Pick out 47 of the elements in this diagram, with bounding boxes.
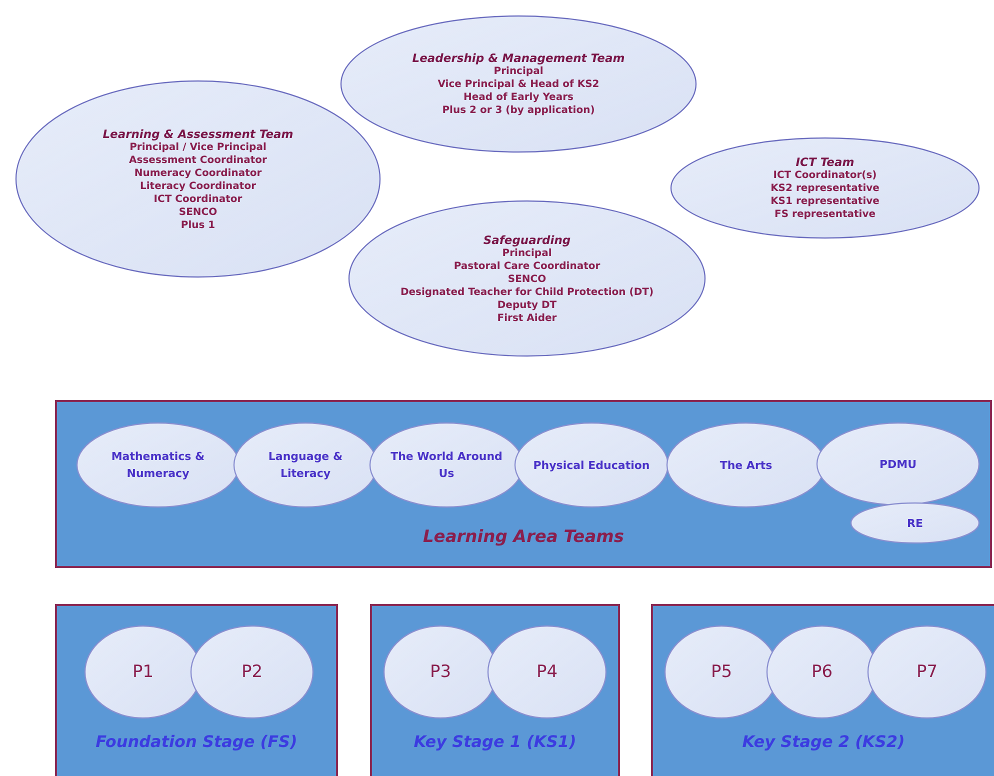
stage-panel (55, 604, 338, 776)
role-text: Pastoral Care Coordinator (454, 260, 600, 272)
learning-area-label: The World Around Us (390, 449, 504, 482)
role-text: FS representative (774, 208, 876, 221)
class-label: P5 (710, 662, 732, 682)
learning-area-label: Physical Education (533, 458, 650, 474)
role-text: SENCO (178, 206, 218, 218)
role-text: SENCO (508, 272, 546, 286)
class-label: P2 (241, 662, 263, 682)
class-label: P7 (916, 662, 938, 682)
role-text: Assessment Coordinator (129, 154, 267, 166)
role-text: ICT Coordinator (154, 192, 242, 206)
role-text: KS2 representative (770, 182, 880, 195)
team-title: ICT Team (796, 155, 854, 169)
learning-area-label: The Arts (720, 458, 772, 474)
role-text: Principal / Vice Principal (130, 140, 266, 154)
panel-title: Foundation Stage (FS) (94, 732, 298, 751)
learning-area-label: Language & Literacy (267, 449, 344, 482)
team-title: Safeguarding (483, 232, 571, 246)
role-text: Numeracy Coordinator (134, 166, 262, 180)
role-text: Principal (502, 246, 552, 260)
role-text: Vice Principal & Head of KS2 (438, 78, 600, 91)
class-label: P3 (430, 662, 452, 682)
role-text: Designated Teacher for Child Protection (DT) (400, 286, 654, 298)
role-text: KS1 representative (770, 195, 880, 208)
role-text: First Aider (497, 312, 557, 324)
learning-area-label: Mathematics & Numeracy (110, 449, 206, 482)
team-title: Leadership & Management Team (412, 51, 625, 65)
class-label: P1 (132, 662, 154, 682)
role-text: Deputy DT (497, 298, 557, 312)
panel-title: Key Stage 2 (KS2) (741, 732, 906, 751)
panel-title: Learning Area Teams (422, 527, 626, 547)
role-text: Head of Early Years (464, 91, 574, 104)
role-text: ICT Coordinator(s) (773, 169, 877, 182)
role-text: Plus 1 (180, 218, 216, 232)
role-text: Literacy Coordinator (140, 180, 256, 192)
stage-panel (651, 604, 994, 776)
stage-panel (370, 604, 620, 776)
role-text: Principal (494, 65, 544, 78)
stage-panel (55, 400, 992, 568)
learning-area-label: PDMU (879, 456, 917, 472)
class-label: P4 (536, 662, 558, 682)
panel-title: Key Stage 1 (KS1) (412, 732, 578, 751)
class-label: P6 (811, 662, 833, 682)
learning-area-label: RE (907, 516, 923, 532)
role-text: Plus 2 or 3 (by application) (442, 104, 595, 117)
team-title: Learning & Assessment Team (102, 126, 294, 140)
